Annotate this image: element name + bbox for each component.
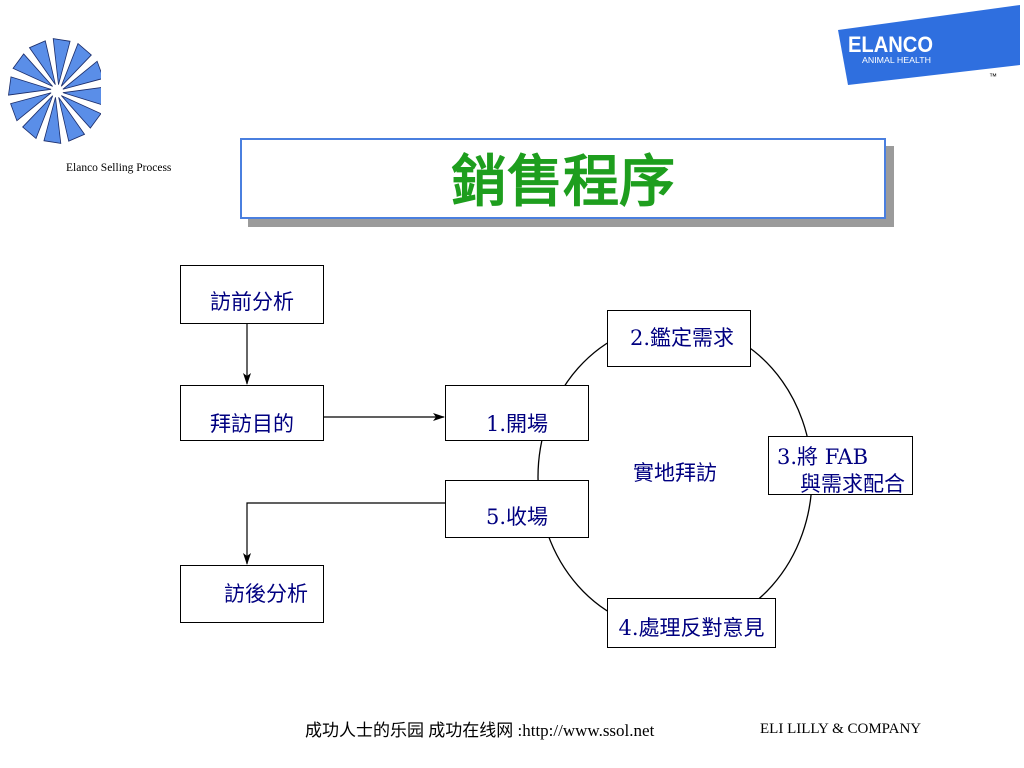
starburst-ray [62, 86, 101, 106]
starburst-ray [52, 38, 71, 85]
step-opening-label: 1.開場 [485, 412, 549, 436]
starburst-ray [61, 95, 101, 129]
badge-background [838, 5, 1020, 85]
elanco-badge-icon: ELANCO ANIMAL HEALTH ™ [838, 5, 1020, 85]
step-identify-needs-label: 2.鑑定需求 [630, 326, 735, 350]
post-call-analysis-label: 訪後分析 [224, 582, 308, 606]
starburst-ray [22, 95, 54, 140]
slide-title: 銷售程序 [451, 148, 675, 215]
step-handle-objections-box: 4.處理反對意見 [607, 598, 776, 648]
step-fab-match-label-line2: 與需求配合 [800, 472, 905, 496]
pre-call-analysis-label: 訪前分析 [210, 290, 294, 314]
slide-subtitle: Elanco Selling Process [66, 162, 172, 174]
step-closing-label: 5.收場 [485, 505, 549, 529]
footer-source-text: 成功人士的乐园 成功在线网 :http://www.ssol.net [305, 721, 655, 740]
starburst-ray [12, 53, 53, 87]
step-opening-box: 1.開場 [445, 385, 589, 441]
starburst-ray [43, 97, 62, 144]
step-identify-needs-box: 2.鑑定需求 [607, 310, 751, 367]
step-fab-match-label-line1: 3.將 FAB [777, 445, 869, 469]
field-call-center-label: 實地拜訪 [633, 461, 717, 485]
starburst-ray [10, 92, 52, 122]
starburst-ray [28, 40, 56, 85]
starburst-ray [62, 60, 101, 90]
trademark-mark: ™ [989, 72, 997, 81]
arrow-closing-to-post-call [243, 502, 445, 565]
call-objective-box: 拜訪目的 [180, 385, 324, 441]
step-fab-match-box: 3.將 FAB 與需求配合 [768, 436, 913, 496]
starburst-ray [8, 76, 52, 96]
starburst-ray [58, 97, 86, 142]
starburst-icon [8, 38, 101, 144]
footer-company-name: ELI LILLY & COMPANY [760, 721, 922, 737]
call-objective-label: 拜訪目的 [210, 412, 294, 436]
title-box: 銷售程序 [240, 138, 886, 219]
post-call-analysis-box: 訪後分析 [180, 565, 324, 623]
step-handle-objections-label: 4.處理反對意見 [618, 616, 765, 640]
pre-call-analysis-box: 訪前分析 [180, 265, 324, 324]
starburst-ray [60, 42, 92, 87]
step-closing-box: 5.收場 [445, 480, 589, 538]
brand-tagline: ANIMAL HEALTH [862, 55, 931, 65]
brand-name: ELANCO [848, 32, 933, 57]
